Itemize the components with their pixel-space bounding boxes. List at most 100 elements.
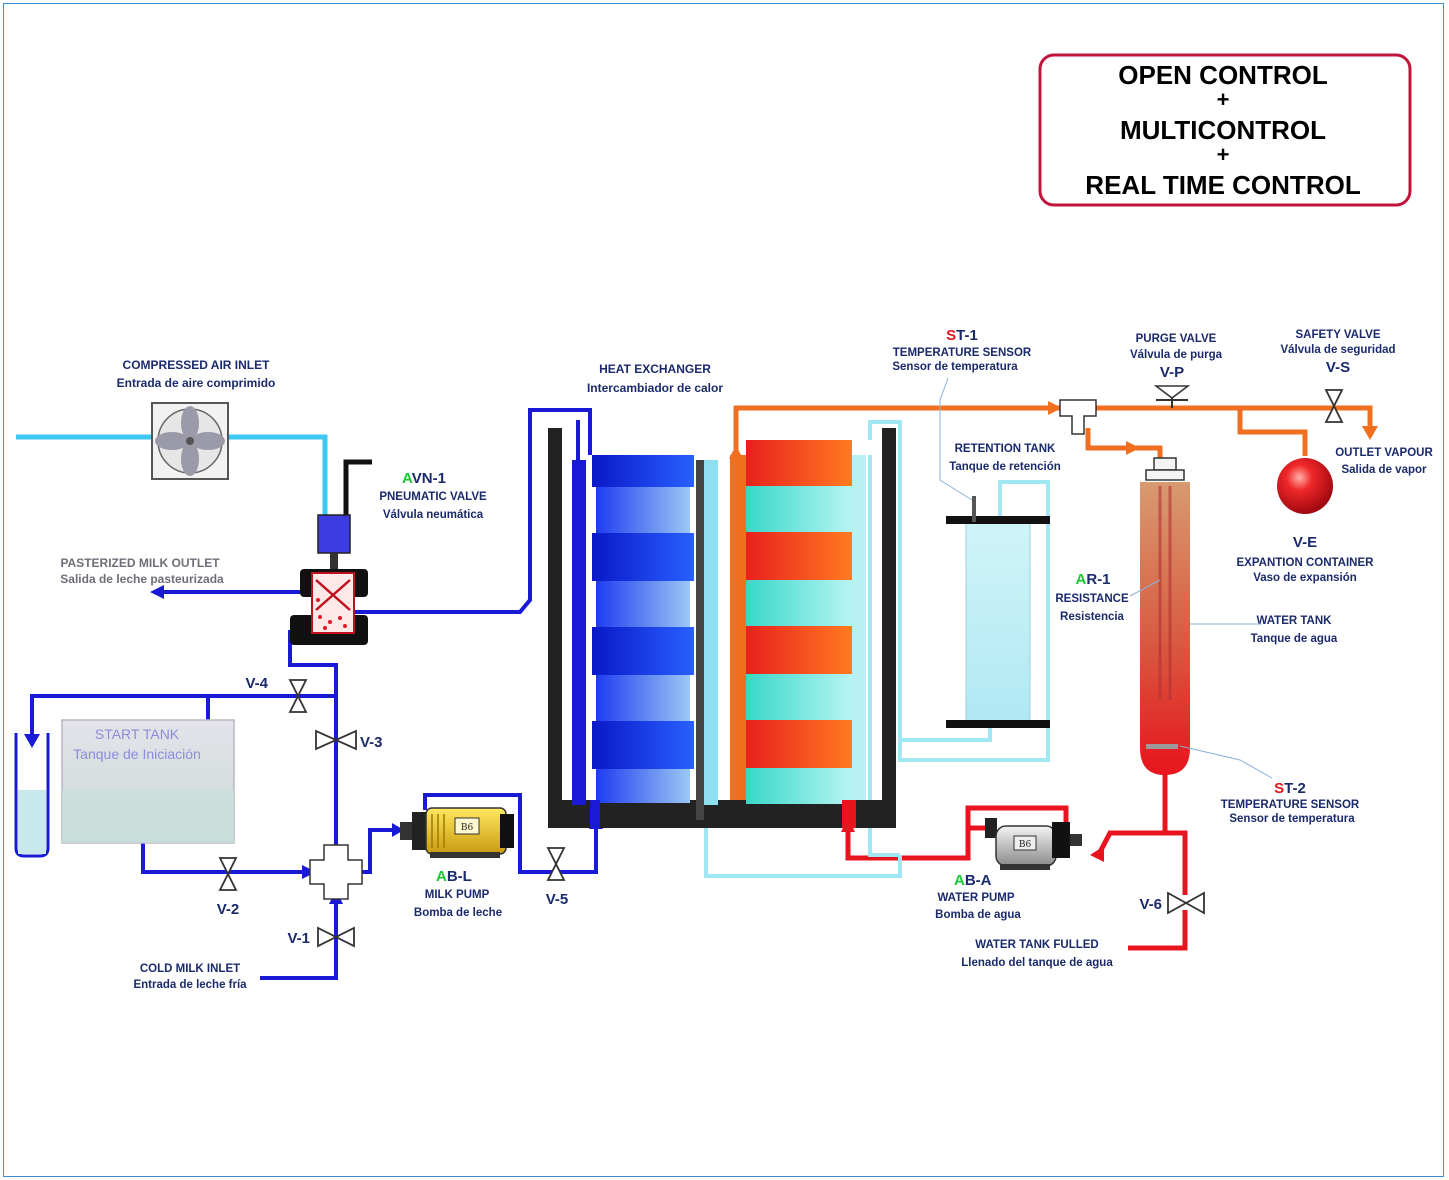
- cold-plates: [592, 455, 694, 803]
- svg-text:AR-1: AR-1: [1075, 571, 1110, 588]
- svg-text:ST-1: ST-1: [946, 327, 978, 344]
- st2-leader: [1179, 745, 1273, 779]
- svg-text:Bomba de agua: Bomba de agua: [935, 909, 1021, 921]
- svg-text:Sensor de temperatura: Sensor de temperatura: [892, 361, 1018, 373]
- pneumatic-valve: [290, 459, 372, 645]
- control-box-border: [1038, 53, 1412, 207]
- valve-v1[interactable]: V-1: [287, 926, 355, 948]
- st1-leader: [939, 377, 973, 501]
- diagram-frame: [3, 3, 1444, 1177]
- svg-text:Resistencia: Resistencia: [1060, 611, 1125, 623]
- svg-text:RESISTANCE: RESISTANCE: [1055, 593, 1129, 605]
- svg-text:AB-A: AB-A: [954, 872, 992, 889]
- svg-text:Válvula de purga: Válvula de purga: [1130, 349, 1223, 361]
- svg-text:Salida de vapor: Salida de vapor: [1341, 464, 1427, 476]
- svg-text:Llenado del tanque de agua: Llenado del tanque de agua: [961, 957, 1113, 969]
- valve-v3-tag: V-3: [360, 734, 383, 751]
- valve-v4[interactable]: V-4: [245, 675, 308, 713]
- svg-text:Sensor de temperatura: Sensor de temperatura: [1229, 813, 1355, 825]
- compressed-air-fan: [151, 402, 229, 480]
- svg-text:Válvula neumática: Válvula neumática: [383, 509, 484, 521]
- svg-text:MILK PUMP: MILK PUMP: [425, 889, 490, 901]
- svg-text:Vaso de expansión: Vaso de expansión: [1253, 572, 1357, 584]
- svg-text:Bomba de leche: Bomba de leche: [414, 907, 502, 919]
- heat-exchanger-label: HEAT EXCHANGER Intercambiador de calor: [587, 362, 723, 395]
- retention-tank-label: RETENTION TANK Tanque de retención: [949, 443, 1061, 473]
- svg-text:WATER TANK FULLED: WATER TANK FULLED: [975, 939, 1099, 951]
- ar1-leader: [1129, 579, 1161, 597]
- cold-milk-label: COLD MILK INLET Entrada de leche fría: [133, 963, 247, 991]
- control-line-1: OPEN CONTROL: [1118, 60, 1328, 90]
- valve-v3[interactable]: V-3: [315, 729, 383, 751]
- compressed-air-label: COMPRESSED AIR INLET Entrada de aire com…: [117, 358, 276, 390]
- water-tank: [1140, 457, 1190, 775]
- svg-text:SAFETY VALVE: SAFETY VALVE: [1296, 329, 1381, 341]
- valve-v2-tag: V-2: [217, 901, 240, 918]
- milk-pump: B6: [400, 807, 514, 858]
- svg-text:HEAT EXCHANGER: HEAT EXCHANGER: [599, 362, 711, 376]
- test-tube: [14, 733, 50, 858]
- svg-text:AVN-1: AVN-1: [402, 470, 446, 487]
- st1-label: ST-1 TEMPERATURE SENSOR Sensor de temper…: [892, 327, 1032, 373]
- svg-text:Intercambiador de calor: Intercambiador de calor: [587, 381, 723, 395]
- svg-text:Tanque de Iniciación: Tanque de Iniciación: [73, 746, 201, 762]
- svg-text:V-P: V-P: [1160, 364, 1184, 381]
- svg-text:PNEUMATIC VALVE: PNEUMATIC VALVE: [379, 491, 487, 503]
- valve-v5-tag: V-5: [546, 891, 569, 908]
- retention-tank: [946, 496, 1050, 728]
- safety-valve[interactable]: [1324, 389, 1344, 423]
- svg-text:Tanque de retención: Tanque de retención: [949, 461, 1061, 473]
- svg-text:AB-L: AB-L: [436, 868, 472, 885]
- control-plus-2: +: [1217, 142, 1230, 167]
- water-fill-label: WATER TANK FULLED Llenado del tanque de …: [961, 939, 1113, 969]
- valve-v5[interactable]: V-5: [546, 847, 569, 908]
- valve-v6-tag: V-6: [1139, 896, 1162, 913]
- svg-text:ST-2: ST-2: [1274, 780, 1306, 797]
- ve-label: V-E EXPANTION CONTAINER Vaso de expansió…: [1237, 534, 1375, 584]
- cross-fitting: [309, 844, 363, 900]
- svg-text:WATER PUMP: WATER PUMP: [937, 892, 1014, 904]
- svg-text:OUTLET VAPOUR: OUTLET VAPOUR: [1335, 447, 1433, 459]
- water-pump-badge: B6: [1019, 840, 1032, 850]
- control-box: OPEN CONTROL + MULTICONTROL + REAL TIME …: [1038, 53, 1412, 207]
- svg-text:COLD MILK INLET: COLD MILK INLET: [140, 963, 240, 975]
- svg-text:PURGE VALVE: PURGE VALVE: [1136, 333, 1217, 345]
- pasteurized-outlet-label: PASTERIZED MILK OUTLET Salida de leche p…: [60, 556, 224, 586]
- start-tank: START TANK Tanque de Iniciación: [61, 719, 235, 844]
- heat-exchanger: [548, 428, 896, 828]
- svg-text:Entrada de leche fría: Entrada de leche fría: [133, 979, 247, 991]
- water-tank-label: WATER TANK Tanque de agua: [1251, 615, 1338, 645]
- valve-v6[interactable]: V-6: [1139, 891, 1205, 915]
- abl-label: AB-L MILK PUMP Bomba de leche: [414, 868, 502, 919]
- aba-label: AB-A WATER PUMP Bomba de agua: [935, 872, 1021, 921]
- valve-v4-tag: V-4: [245, 675, 268, 692]
- svg-text:PASTERIZED MILK OUTLET: PASTERIZED MILK OUTLET: [60, 556, 220, 570]
- st2-label: ST-2 TEMPERATURE SENSOR Sensor de temper…: [1221, 780, 1360, 825]
- svg-text:Salida de leche pasteurizada: Salida de leche pasteurizada: [60, 572, 224, 586]
- purge-valve[interactable]: [1153, 385, 1191, 408]
- control-line-2: MULTICONTROL: [1120, 115, 1326, 145]
- svg-text:Entrada de aire comprimido: Entrada de aire comprimido: [117, 376, 276, 390]
- safety-valve-label: SAFETY VALVE Válvula de seguridad V-S: [1280, 329, 1395, 376]
- svg-text:TEMPERATURE SENSOR: TEMPERATURE SENSOR: [1221, 799, 1360, 811]
- svg-text:EXPANTION CONTAINER: EXPANTION CONTAINER: [1237, 557, 1375, 569]
- ar1-label: AR-1 RESISTANCE Resistencia: [1055, 571, 1129, 623]
- red-water-lines: [845, 770, 1188, 951]
- outlet-vapour-label: OUTLET VAPOUR Salida de vapor: [1335, 447, 1433, 476]
- svg-text:V-E: V-E: [1293, 534, 1317, 551]
- air-line: [16, 434, 328, 515]
- control-plus-1: +: [1217, 87, 1230, 112]
- svg-text:Válvula de seguridad: Válvula de seguridad: [1280, 344, 1395, 356]
- svg-text:START TANK: START TANK: [95, 726, 180, 742]
- purge-valve-label: PURGE VALVE Válvula de purga V-P: [1130, 333, 1223, 381]
- svg-text:WATER TANK: WATER TANK: [1257, 615, 1333, 627]
- svg-text:RETENTION TANK: RETENTION TANK: [955, 443, 1056, 455]
- svg-text:TEMPERATURE SENSOR: TEMPERATURE SENSOR: [893, 347, 1032, 359]
- milk-pump-badge: B6: [461, 823, 474, 833]
- valve-v2[interactable]: V-2: [217, 857, 240, 918]
- water-pump: B6: [985, 818, 1082, 870]
- hot-plates: [746, 440, 852, 804]
- svg-text:COMPRESSED AIR INLET: COMPRESSED AIR INLET: [123, 358, 271, 372]
- svg-text:Tanque de agua: Tanque de agua: [1251, 633, 1338, 645]
